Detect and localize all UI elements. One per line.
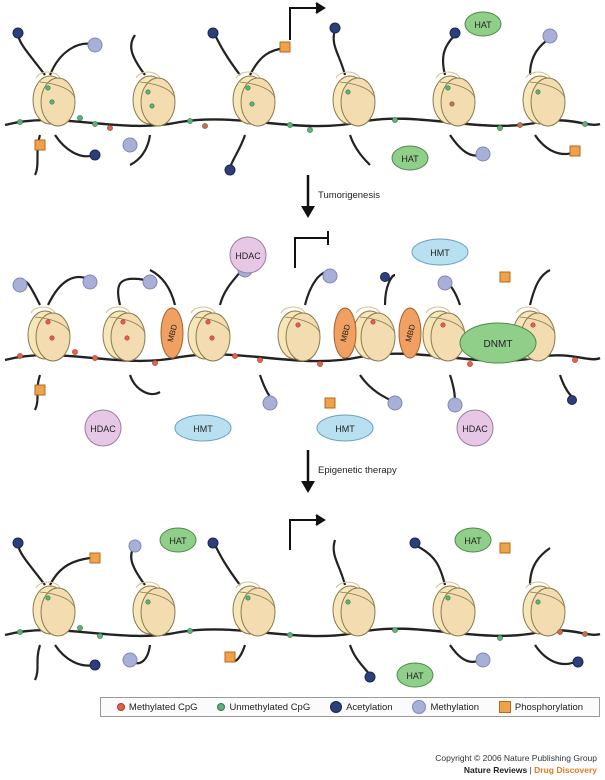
svg-text:HAT: HAT: [474, 20, 492, 30]
epigenetic-diagram: HAT HAT Tumorigenesis MBD: [4, 2, 601, 688]
histone-tails: [16, 539, 576, 681]
hmt-enzyme: HMT: [411, 238, 469, 266]
legend-acetylation: Acetylation: [330, 701, 393, 713]
acetylation-marks: [12, 22, 461, 176]
transcription-start-arrow: [289, 514, 326, 550]
dna-strand: [4, 627, 601, 638]
svg-text:HAT: HAT: [406, 671, 424, 681]
hat-enzyme: HAT: [159, 527, 197, 553]
svg-text:HAT: HAT: [464, 536, 482, 546]
hdac-enzyme: HDAC: [229, 236, 267, 274]
dnmt-enzyme: DNMT: [459, 322, 537, 364]
hmt-enzyme: HMT: [174, 414, 232, 442]
row-active-chromatin: HAT HAT: [4, 2, 601, 176]
acetylation-marks: [380, 272, 577, 405]
svg-text:DNMT: DNMT: [484, 339, 513, 350]
phosphorylation-icon: [498, 701, 511, 713]
legend-methylation: Methylation: [412, 700, 479, 714]
acetylation-icon: [330, 701, 343, 713]
svg-text:HAT: HAT: [401, 154, 419, 164]
hat-enzyme: HAT: [454, 527, 492, 553]
legend-label: Acetylation: [346, 701, 393, 713]
phosphorylation-marks: [34, 271, 511, 409]
hat-enzyme: HAT: [464, 11, 502, 37]
journal-separator: |: [527, 765, 535, 775]
svg-text:HDAC: HDAC: [462, 424, 488, 434]
methylation-marks: [122, 539, 491, 668]
svg-text:HMT: HMT: [335, 424, 355, 434]
therapy-arrow: Epigenetic therapy: [301, 450, 397, 493]
hmt-enzyme: HMT: [316, 414, 374, 442]
methylation-marks: [87, 28, 558, 162]
methylation-icon: [412, 700, 427, 714]
phosphorylation-marks: [34, 41, 581, 157]
tumorigenesis-arrow: Tumorigenesis: [301, 175, 380, 218]
legend-label: Methylated CpG: [128, 701, 198, 713]
svg-text:HAT: HAT: [169, 536, 187, 546]
copyright-line: Copyright © 2006 Nature Publishing Group: [435, 753, 597, 763]
transcription-start-arrow: [289, 2, 326, 40]
journal-name: Nature Reviews: [463, 765, 528, 775]
hdac-enzyme: HDAC: [456, 409, 494, 447]
hdac-enzyme: HDAC: [84, 409, 122, 447]
legend-phosphorylation: Phosphorylation: [498, 701, 584, 713]
svg-text:Epigenetic therapy: Epigenetic therapy: [318, 465, 397, 476]
hat-enzyme: HAT: [391, 145, 429, 171]
svg-text:Tumorigenesis: Tumorigenesis: [318, 190, 380, 201]
methylation-marks: [12, 262, 463, 413]
cpg-sites: [17, 85, 588, 133]
journal-line: Nature Reviews | Drug Discovery: [435, 764, 597, 776]
unmethylated-cpg-icon: [217, 703, 226, 711]
row-silenced-chromatin: MBD MBD MBD DNMT: [4, 231, 601, 447]
cpg-sites: [17, 595, 588, 641]
svg-text:HDAC: HDAC: [235, 251, 261, 261]
svg-text:HMT: HMT: [430, 248, 450, 258]
copyright-credit: Copyright © 2006 Nature Publishing Group…: [435, 752, 597, 776]
legend-label: Methylation: [430, 701, 480, 713]
acetylation-marks: [12, 537, 584, 683]
legend-label: Unmethylated CpG: [229, 701, 311, 713]
legend-unmethylated-cpg: Unmethylated CpG: [217, 702, 310, 713]
svg-text:HDAC: HDAC: [90, 424, 116, 434]
phosphorylation-marks: [89, 542, 511, 663]
histone-tails: [16, 29, 576, 176]
cpg-sites: [17, 319, 578, 367]
methylated-cpg-icon: [116, 703, 125, 711]
svg-text:HMT: HMT: [193, 424, 213, 434]
repressed-promoter: [294, 231, 329, 268]
legend-methylated-cpg: Methylated CpG: [116, 701, 198, 713]
mbd-proteins: MBD MBD MBD: [160, 307, 422, 359]
legend-label: Phosphorylation: [514, 701, 584, 713]
journal-section: Drug Discovery: [534, 765, 597, 775]
hat-enzyme: HAT: [396, 662, 434, 688]
row-restored-chromatin: HAT HAT HAT: [4, 514, 601, 688]
legend: Methylated CpG Unmethylated CpG Acetylat…: [100, 697, 600, 717]
